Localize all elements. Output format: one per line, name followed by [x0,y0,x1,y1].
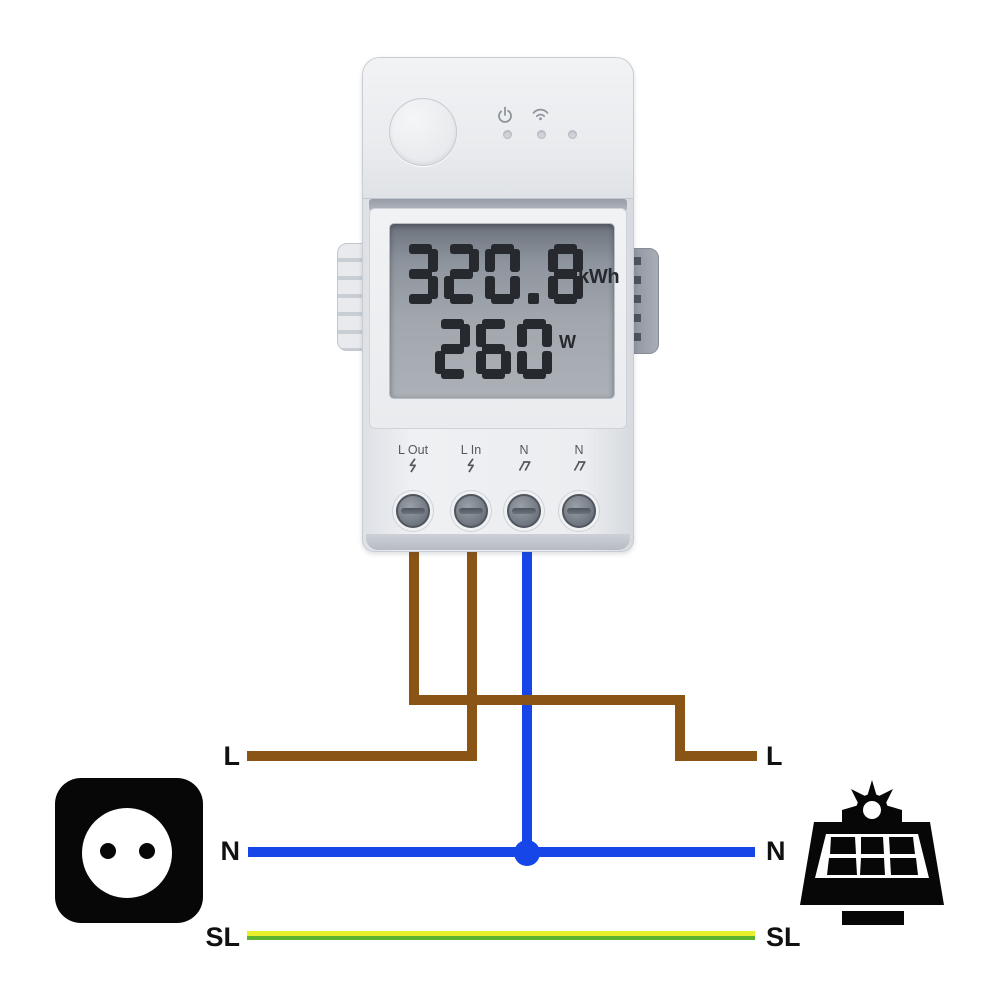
junction-dot [514,840,540,866]
power-icon [498,106,512,123]
terminal-l-in: L In [443,443,499,473]
lcd-unit-power: W [559,332,576,352]
terminal-block: L Out L In N N [363,429,633,535]
status-led [568,130,577,139]
terminal-n-2: N [551,443,607,473]
lcd-bezel: kWh W [369,208,627,429]
wire-live-out-h2 [675,751,757,761]
wire-live-out-v1 [409,544,419,705]
solar-panel-icon [800,780,944,925]
socket-face [82,808,172,898]
screw-terminal [396,494,430,528]
power-button [389,98,457,166]
status-led [537,130,546,139]
lightning-icon [409,458,417,473]
lcd-value-power [435,319,552,379]
lightning-icon [467,458,475,473]
neutral-wire-icon [518,461,531,471]
smart-power-meter: kWh W L Out L In N N [362,57,634,552]
screw-terminal [507,494,541,528]
label-right-sl: SL [766,922,801,952]
terminal-n-1: N [496,443,552,473]
wire-live-in-horizontal [247,751,477,761]
power-socket-icon [55,778,203,923]
wifi-icon [532,108,549,121]
label-left-n: N [220,836,241,866]
label-right-l: L [766,741,783,771]
status-led [503,130,512,139]
screw-terminal [454,494,488,528]
wire-neutral-horizontal [248,847,755,857]
device-base-bar [366,534,630,550]
lcd-unit-energy: kWh [578,266,620,288]
device-top-panel [363,58,633,199]
terminal-l-out: L Out [385,443,441,473]
neutral-wire-icon [573,461,586,471]
terminal-label: N [519,443,529,457]
terminal-label: L In [460,443,482,457]
label-left-l: L [223,741,241,771]
terminal-label: L Out [397,443,429,457]
socket-pin [139,843,155,859]
terminal-label: N [574,443,584,457]
label-left-sl: SL [205,922,240,952]
lcd-screen: kWh W [389,223,620,399]
label-right-n: N [766,836,786,866]
lcd-value-energy [403,244,583,304]
wire-sl-yellow [247,931,755,936]
socket-pin [100,843,116,859]
screw-terminal [562,494,596,528]
wire-live-out-v2 [675,695,685,761]
wire-live-out-h1 [409,695,685,705]
wire-live-in-vertical [467,544,477,761]
wire-sl-green [247,936,755,940]
